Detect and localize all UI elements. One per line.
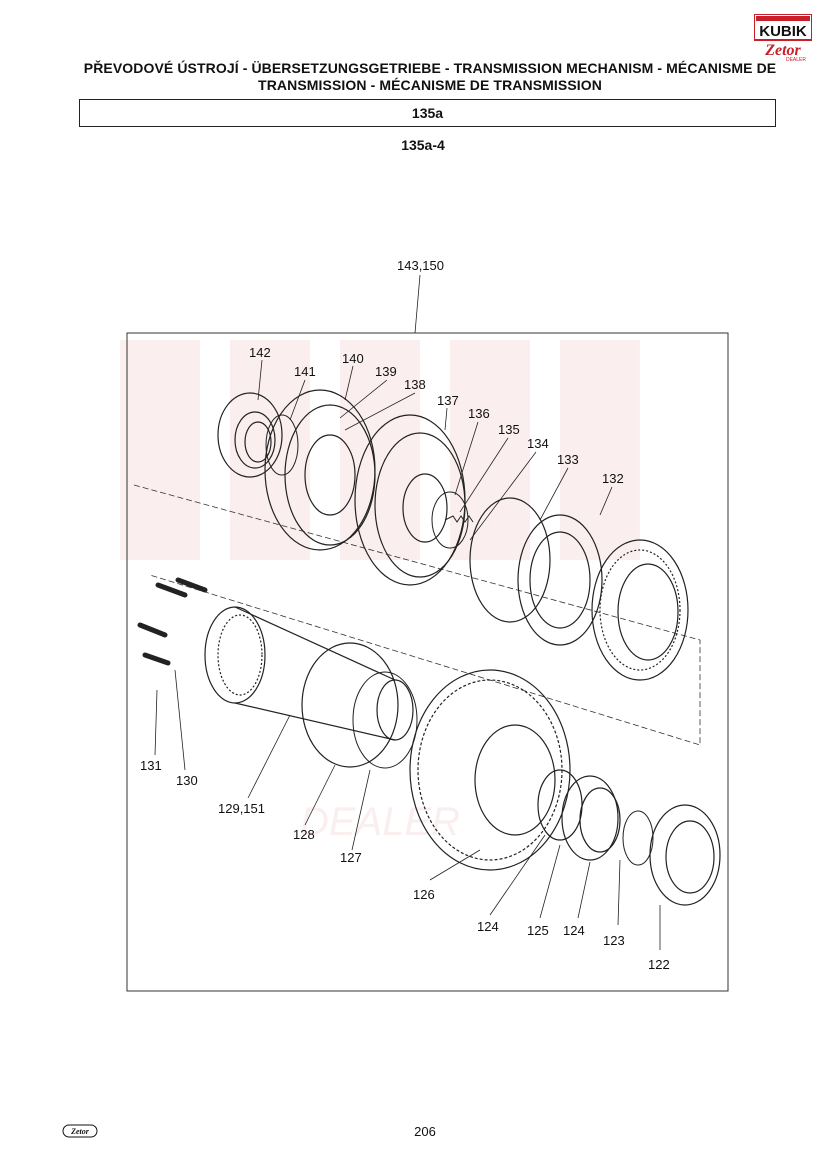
- label-133: 133: [557, 452, 579, 467]
- title-line-1: PŘEVODOVÉ ÚSTROJÍ - ÜBERSETZUNGSGETRIEBE…: [83, 60, 777, 76]
- part-134-plate: [469, 497, 551, 623]
- label-124b: 124: [563, 923, 585, 938]
- svg-text:Zetor: Zetor: [70, 1127, 90, 1136]
- diagram-frame: [126, 332, 729, 992]
- part-131-studs: [137, 577, 208, 666]
- label-136: 136: [468, 406, 490, 421]
- label-137: 137: [437, 393, 459, 408]
- part-129-shaft: [204, 606, 414, 741]
- label-131: 131: [140, 758, 162, 773]
- label-128: 128: [293, 827, 315, 842]
- footer-zetor-logo: Zetor: [62, 1124, 98, 1138]
- kubik-zetor-logo: KUBIK Zetor DEALER: [754, 14, 812, 62]
- svg-text:Zetor: Zetor: [764, 42, 801, 59]
- part-labels: 143,150 142 141 140 139 138 137 136 135 …: [140, 258, 670, 972]
- part-128-plate: [301, 642, 399, 768]
- part-142-bearing: [217, 392, 283, 478]
- label-139: 139: [375, 364, 397, 379]
- section-box: 135a: [79, 99, 776, 127]
- subsection-code: 135a-4: [401, 137, 445, 153]
- label-132: 132: [602, 471, 624, 486]
- label-142: 142: [249, 345, 271, 360]
- part-133-friction-disc: [517, 514, 603, 646]
- label-125: 125: [527, 923, 549, 938]
- label-138: 138: [404, 377, 426, 392]
- part-122-bearing: [649, 804, 721, 906]
- title-line-2: TRANSMISSION - MÉCANISME DE TRANSMISSION: [258, 77, 602, 93]
- label-123: 123: [603, 933, 625, 948]
- watermark: DEALER: [120, 340, 640, 844]
- leader-lines: [154, 274, 661, 950]
- part-132-gear-ring: [591, 539, 689, 681]
- page-title: PŘEVODOVÉ ÚSTROJÍ - ÜBERSETZUNGSGETRIEBE…: [70, 60, 790, 94]
- svg-text:KUBIK: KUBIK: [759, 23, 807, 40]
- label-141: 141: [294, 364, 316, 379]
- part-136-ring: [431, 491, 469, 549]
- label-140: 140: [342, 351, 364, 366]
- part-124-125-bearing: [537, 769, 621, 861]
- label-127: 127: [340, 850, 362, 865]
- part-123-washer: [622, 810, 654, 866]
- part-127-ring: [352, 671, 418, 769]
- section-code: 135a: [411, 105, 444, 121]
- label-126: 126: [413, 887, 435, 902]
- label-124a: 124: [477, 919, 499, 934]
- label-143-150: 143,150: [397, 258, 444, 273]
- svg-text:DEALER: DEALER: [300, 800, 460, 844]
- label-129-151: 129,151: [218, 801, 265, 816]
- part-135-spring: [444, 515, 474, 523]
- svg-text:DEALER: DEALER: [786, 57, 806, 62]
- label-135: 135: [498, 422, 520, 437]
- label-122: 122: [648, 957, 670, 972]
- label-130: 130: [176, 773, 198, 788]
- subassembly-boundary: [133, 484, 701, 746]
- part-140-housing: [264, 389, 376, 551]
- label-134: 134: [527, 436, 549, 451]
- page-number: 206: [414, 1124, 436, 1139]
- part-141-ring: [265, 414, 299, 476]
